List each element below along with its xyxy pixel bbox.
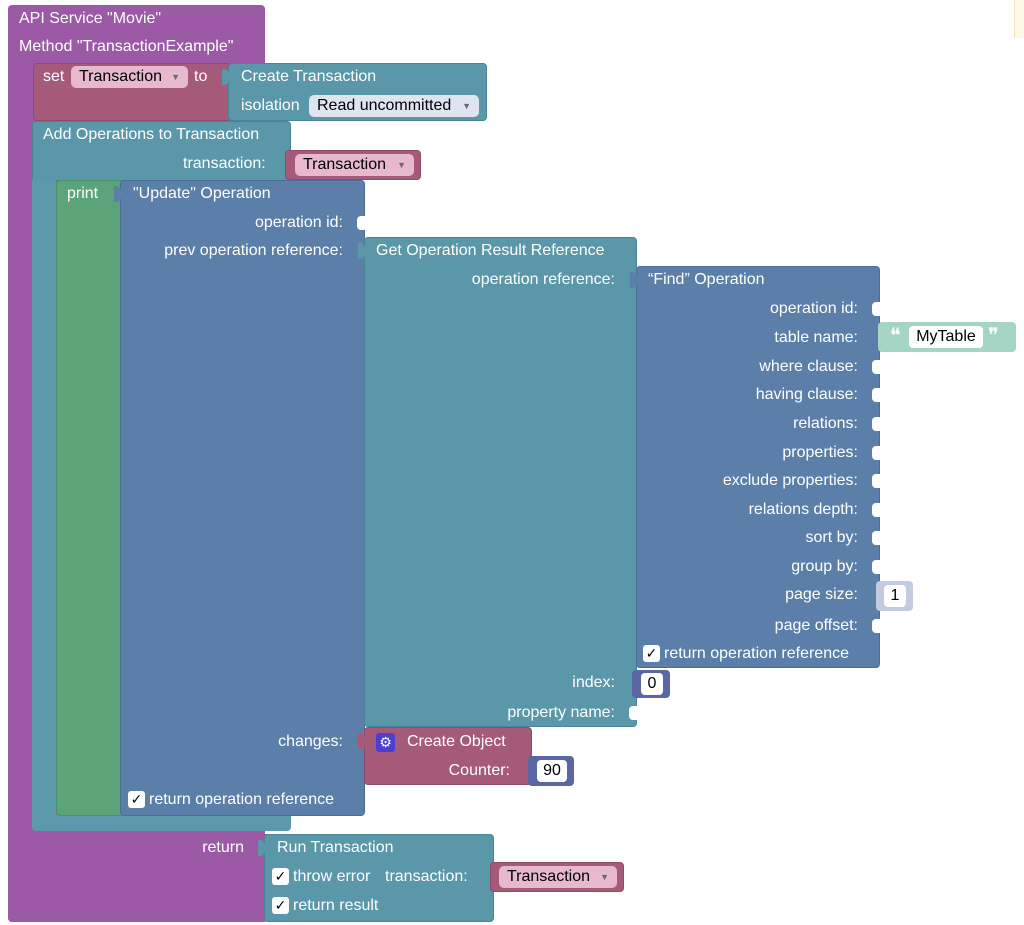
find-operation-id-socket[interactable] <box>872 302 880 316</box>
index-label: index: <box>572 674 615 691</box>
table-name-input[interactable]: MyTable <box>909 326 983 348</box>
connector-tab <box>222 69 229 85</box>
triangle-down-icon: ▼ <box>397 160 406 170</box>
find-return-reference-label: return operation reference <box>664 645 849 662</box>
run-transaction-title: Run Transaction <box>277 839 394 856</box>
page-size-label: page size: <box>785 586 858 603</box>
where-clause-socket[interactable] <box>872 360 880 374</box>
relations-depth-label: relations depth: <box>748 501 858 518</box>
isolation-label: isolation <box>241 97 300 114</box>
operation-id-input-socket[interactable] <box>357 216 365 230</box>
quote-icon: ❝ <box>890 325 901 347</box>
add-operations-bottom <box>32 815 291 831</box>
triangle-down-icon: ▼ <box>600 872 609 882</box>
group-by-socket[interactable] <box>872 560 880 574</box>
triangle-down-icon: ▼ <box>171 72 180 82</box>
workspace-edge <box>1014 0 1024 38</box>
changes-label: changes: <box>278 733 343 750</box>
page-size-input[interactable]: 1 <box>884 585 906 607</box>
counter-input[interactable]: 90 <box>537 760 567 782</box>
add-operations-transaction-dropdown[interactable]: Transaction ▼ <box>295 154 414 176</box>
connector-tab <box>358 733 365 749</box>
checkmark-icon[interactable]: ✓ <box>272 868 289 885</box>
operation-reference-label: operation reference: <box>471 271 615 288</box>
find-operation-id-label: operation id: <box>769 300 858 317</box>
sort-by-socket[interactable] <box>872 531 880 545</box>
property-name-input-socket[interactable] <box>629 706 637 720</box>
having-clause-label: having clause: <box>755 386 858 403</box>
run-transaction-block[interactable] <box>264 834 494 922</box>
exclude-properties-label: exclude properties: <box>722 472 858 489</box>
print-block[interactable] <box>56 180 124 816</box>
checkmark-icon[interactable]: ✓ <box>272 897 289 914</box>
set-variable-block[interactable] <box>33 63 232 121</box>
table-name-label: table name: <box>774 329 858 346</box>
gear-icon[interactable]: ⚙ <box>376 733 395 752</box>
page-offset-socket[interactable] <box>872 619 880 633</box>
api-service-return-extension <box>8 834 268 922</box>
where-clause-label: where clause: <box>759 358 858 375</box>
set-variable-dropdown[interactable]: Transaction ▼ <box>71 66 188 88</box>
update-return-reference-label: return operation reference <box>149 791 334 808</box>
find-operation-block[interactable] <box>636 266 880 668</box>
isolation-dropdown[interactable]: Read uncommitted ▼ <box>309 95 479 117</box>
properties-label: properties: <box>782 444 858 461</box>
index-number-input[interactable]: 0 <box>641 673 663 695</box>
having-clause-socket[interactable] <box>872 388 880 402</box>
add-operations-block[interactable] <box>32 121 291 181</box>
update-operation-block[interactable] <box>120 180 365 816</box>
to-label: to <box>194 68 208 85</box>
properties-socket[interactable] <box>872 446 880 460</box>
connector-tab <box>630 272 637 288</box>
sort-by-label: sort by: <box>805 529 858 546</box>
get-result-reference-block[interactable] <box>364 237 637 727</box>
print-label: print <box>67 185 99 202</box>
relations-label: relations: <box>793 415 858 432</box>
variable-name: Transaction <box>79 68 162 85</box>
update-operation-id-label: operation id: <box>254 214 343 231</box>
add-operations-transaction-label: transaction: <box>183 155 266 172</box>
isolation-value: Read uncommitted <box>317 97 452 114</box>
add-operations-left-rail <box>32 180 56 820</box>
method-title: Method "TransactionExample" <box>19 38 234 55</box>
variable-name: Transaction <box>303 156 386 173</box>
return-label: return <box>202 839 244 856</box>
run-transaction-transaction-label: transaction: <box>385 868 468 885</box>
quote-icon: ❞ <box>988 325 999 347</box>
connector-tab <box>258 840 265 856</box>
connector-tab <box>114 186 121 202</box>
exclude-properties-socket[interactable] <box>872 474 880 488</box>
service-title: API Service "Movie" <box>19 10 162 27</box>
connector-tab <box>358 243 365 259</box>
triangle-down-icon: ▼ <box>462 101 471 111</box>
checkmark-icon[interactable]: ✓ <box>128 791 145 808</box>
update-operation-title: "Update" Operation <box>133 185 271 202</box>
group-by-label: group by: <box>791 558 858 575</box>
prev-operation-reference-label: prev operation reference: <box>164 242 343 259</box>
relations-socket[interactable] <box>872 417 880 431</box>
checkmark-icon[interactable]: ✓ <box>643 645 660 662</box>
property-name-label: property name: <box>507 704 615 721</box>
relations-depth-socket[interactable] <box>872 503 880 517</box>
page-offset-label: page offset: <box>774 617 858 634</box>
counter-label: Counter: <box>448 762 510 779</box>
return-result-label: return result <box>293 897 379 914</box>
throw-error-label: throw error <box>293 868 371 885</box>
run-transaction-dropdown[interactable]: Transaction ▼ <box>499 866 617 888</box>
add-operations-title: Add Operations to Transaction <box>43 126 260 143</box>
create-transaction-title: Create Transaction <box>241 68 377 85</box>
variable-name: Transaction <box>507 868 590 885</box>
find-operation-title: “Find” Operation <box>648 271 765 288</box>
get-result-reference-title: Get Operation Result Reference <box>376 242 605 259</box>
create-object-title: Create Object <box>407 733 506 750</box>
set-label: set <box>43 68 65 85</box>
